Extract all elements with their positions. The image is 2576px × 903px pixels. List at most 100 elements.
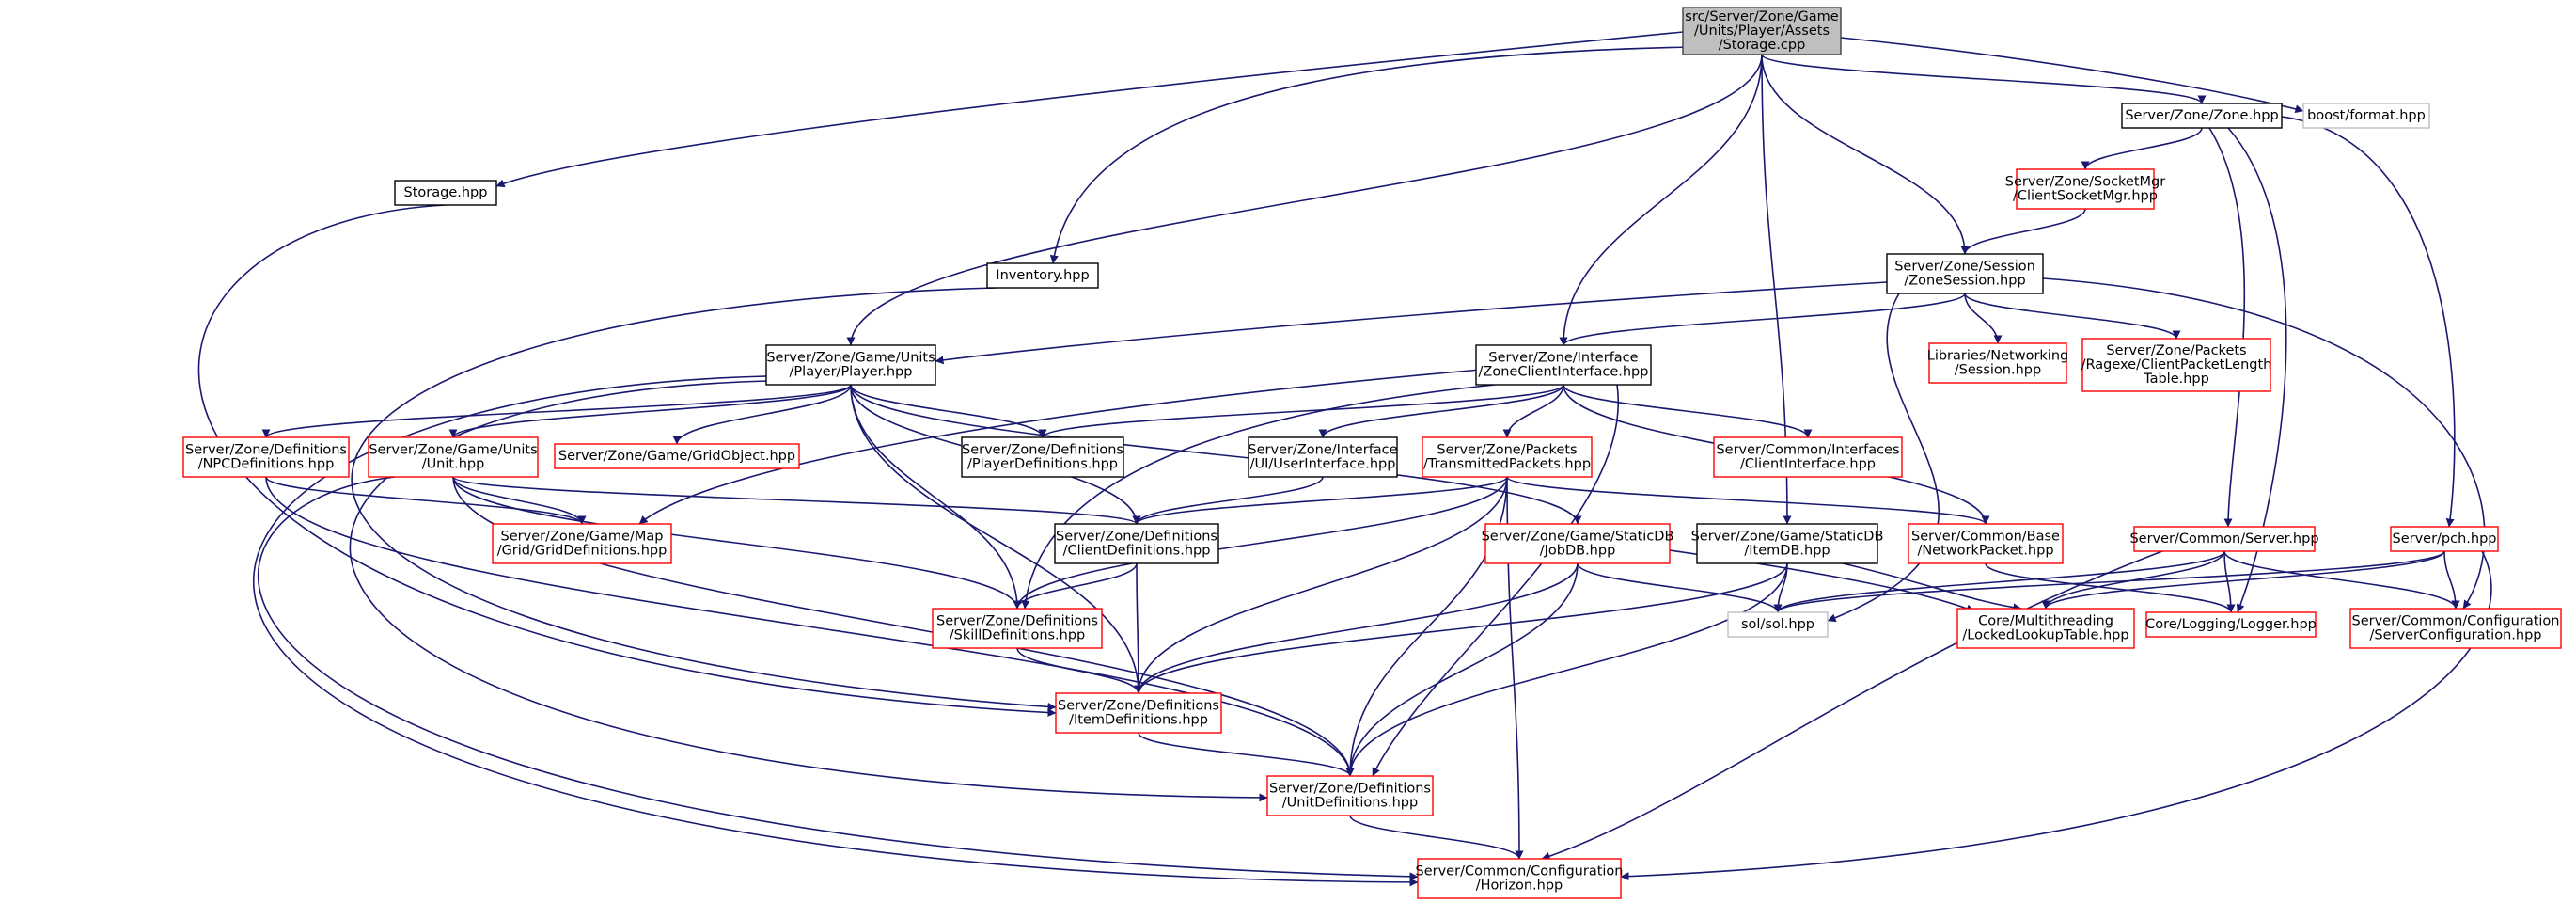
node-label-locked-lookup-table-line-1: /LockedLookupTable.hpp	[1962, 628, 2128, 643]
edge-zone-session-to-libraries-networking-session	[1964, 293, 2003, 344]
node-transmitted-packets[interactable]: Server/Zone/Packets/TransmittedPackets.h…	[1422, 436, 1593, 478]
node-box-item-definitions	[1055, 692, 1222, 734]
edge-transmitted-packets-to-skill-definitions	[1013, 476, 1508, 610]
node-zone-session[interactable]: Server/Zone/Session/ZoneSession.hpp	[1886, 253, 2044, 294]
edge-zone-hpp-to-logger-hpp	[2227, 127, 2287, 613]
node-storage-cpp[interactable]: src/Server/Zone/Game/Units/Player/Assets…	[1682, 7, 1842, 55]
edge-network-packet-to-logger-hpp	[1985, 562, 2236, 613]
node-box-storage-cpp	[1682, 7, 1842, 55]
node-label-client-definitions-line-1: /ClientDefinitions.hpp	[1063, 544, 1211, 559]
edge-player-hpp-to-item-definitions	[850, 384, 1143, 694]
node-label-zone-session-line-1: /ZoneSession.hpp	[1904, 274, 2025, 289]
edge-zone-session-to-player-hpp	[935, 281, 1888, 365]
node-label-unit-definitions-line-0: Server/Zone/Definitions	[1269, 782, 1431, 797]
node-common-server[interactable]: Server/Common/Server.hpp	[2129, 526, 2319, 552]
node-item-definitions[interactable]: Server/Zone/Definitions/ItemDefinitions.…	[1055, 692, 1222, 734]
node-box-skill-definitions	[932, 608, 1103, 649]
node-logger-hpp[interactable]: Core/Logging/Logger.hpp	[2145, 611, 2317, 638]
node-box-player-hpp	[765, 344, 936, 386]
edge-storage-cpp-to-player-hpp	[846, 54, 1763, 346]
edge-item-definitions-to-unit-definitions	[1138, 732, 1355, 777]
edge-zone-client-interface-to-transmitted-packets	[1502, 384, 1564, 438]
edge-client-definitions-to-skill-definitions	[1013, 562, 1138, 610]
node-skill-definitions[interactable]: Server/Zone/Definitions/SkillDefinitions…	[932, 608, 1103, 649]
edge-item-db-to-item-definitions	[1134, 562, 1788, 694]
node-label-grid-object-line-0: Server/Zone/Game/GridObject.hpp	[558, 449, 795, 464]
node-label-unit-hpp-line-1: /Unit.hpp	[422, 457, 485, 472]
node-unit-definitions[interactable]: Server/Zone/Definitions/UnitDefinitions.…	[1266, 775, 1434, 816]
node-player-hpp[interactable]: Server/Zone/Game/Units/Player/Player.hpp	[765, 344, 936, 386]
node-boost-format: boost/format.hpp	[2302, 103, 2430, 129]
edge-player-hpp-to-player-definitions	[850, 384, 1047, 438]
node-client-packet-length-table[interactable]: Server/Zone/Packets/Ragexe/ClientPacketL…	[2081, 338, 2272, 392]
node-locked-lookup-table[interactable]: Core/Multithreading/LockedLookupTable.hp…	[1956, 608, 2135, 649]
node-box-client-definitions	[1054, 523, 1219, 564]
edge-storage-cpp-to-zone-session	[1761, 54, 1970, 255]
node-inventory-hpp[interactable]: Inventory.hpp	[986, 262, 1099, 289]
node-network-packet[interactable]: Server/Common/Base/NetworkPacket.hpp	[1908, 523, 2064, 564]
node-label-client-socket-mgr-line-1: /ClientSocketMgr.hpp	[2013, 189, 2158, 204]
edge-storage-cpp-to-zone-client-interface	[1559, 54, 1763, 346]
node-label-server-configuration-line-0: Server/Common/Configuration	[2352, 614, 2560, 629]
edge-zone-session-to-client-packet-length-table	[1964, 293, 2181, 340]
node-box-grid-object	[554, 443, 800, 469]
node-box-zone-hpp	[2121, 103, 2283, 129]
node-label-client-packet-length-table-line-2: Table.hpp	[2143, 372, 2209, 387]
node-libraries-networking-session[interactable]: Libraries/Networking/Session.hpp	[1927, 342, 2068, 384]
node-box-server-configuration	[2349, 608, 2562, 649]
node-label-job-db-line-1: /JobDB.hpp	[1540, 544, 1616, 559]
node-label-item-definitions-line-1: /ItemDefinitions.hpp	[1069, 713, 1208, 728]
node-client-socket-mgr[interactable]: Server/Zone/SocketMgr/ClientSocketMgr.hp…	[2005, 168, 2165, 210]
node-label-item-db-line-0: Server/Zone/Game/StaticDB	[1691, 530, 1884, 545]
edge-unit-hpp-to-horizon-hpp	[257, 476, 1419, 881]
node-grid-object[interactable]: Server/Zone/Game/GridObject.hpp	[554, 443, 800, 469]
node-sol-hpp: sol/sol.hpp	[1727, 611, 1829, 638]
node-unit-hpp[interactable]: Server/Zone/Game/Units/Unit.hpp	[368, 436, 539, 478]
edge-pch-hpp-to-horizon-hpp	[1620, 550, 2492, 881]
node-grid-definitions[interactable]: Server/Zone/Game/Map/Grid/GridDefinition…	[492, 523, 672, 564]
node-label-storage-cpp-line-2: /Storage.cpp	[1719, 38, 1806, 53]
node-pch-hpp[interactable]: Server/pch.hpp	[2390, 526, 2499, 552]
edge-job-db-to-unit-definitions	[1345, 562, 1579, 777]
node-box-unit-hpp	[368, 436, 539, 478]
node-label-zone-session-line-0: Server/Zone/Session	[1894, 260, 2035, 275]
node-label-storage-hpp-line-0: Storage.hpp	[404, 185, 488, 200]
node-user-interface[interactable]: Server/Zone/Interface/UI/UserInterface.h…	[1248, 436, 1398, 478]
node-storage-hpp[interactable]: Storage.hpp	[394, 180, 497, 206]
node-job-db[interactable]: Server/Zone/Game/StaticDB/JobDB.hpp	[1482, 523, 1674, 564]
node-label-item-definitions-line-0: Server/Zone/Definitions	[1058, 699, 1219, 714]
edge-player-hpp-to-skill-definitions	[850, 384, 1022, 610]
edge-transmitted-packets-to-client-definitions	[1132, 476, 1508, 525]
edge-transmitted-packets-to-item-definitions	[1134, 476, 1508, 694]
node-item-db[interactable]: Server/Zone/Game/StaticDB/ItemDB.hpp	[1691, 523, 1884, 564]
node-zone-hpp[interactable]: Server/Zone/Zone.hpp	[2121, 103, 2283, 129]
node-player-definitions[interactable]: Server/Zone/Definitions/PlayerDefinition…	[961, 436, 1124, 478]
node-horizon-hpp[interactable]: Server/Common/Configuration/Horizon.hpp	[1416, 858, 1624, 899]
node-label-user-interface-line-0: Server/Zone/Interface	[1248, 443, 1397, 458]
node-client-definitions[interactable]: Server/Zone/Definitions/ClientDefinition…	[1054, 523, 1219, 564]
node-box-logger-hpp	[2145, 611, 2317, 638]
node-npc-definitions[interactable]: Server/Zone/Definitions/NPCDefinitions.h…	[182, 436, 350, 478]
node-label-npc-definitions-line-1: /NPCDefinitions.hpp	[198, 457, 335, 472]
node-label-player-hpp-line-0: Server/Zone/Game/Units	[766, 351, 935, 366]
node-label-storage-cpp-line-0: src/Server/Zone/Game	[1685, 9, 1839, 24]
node-server-configuration[interactable]: Server/Common/Configuration/ServerConfig…	[2349, 608, 2562, 649]
node-box-user-interface	[1248, 436, 1398, 478]
edge-zone-client-interface-to-user-interface	[1318, 384, 1564, 438]
node-label-client-packet-length-table-line-0: Server/Zone/Packets	[2106, 343, 2246, 358]
node-common-client-interface[interactable]: Server/Common/Interfaces/ClientInterface…	[1713, 436, 1903, 478]
node-label-horizon-hpp-line-0: Server/Common/Configuration	[1416, 864, 1624, 879]
node-zone-client-interface[interactable]: Server/Zone/Interface/ZoneClientInterfac…	[1475, 344, 1652, 386]
edge-player-hpp-to-unit-hpp	[448, 384, 852, 438]
edge-item-db-to-unit-definitions	[1345, 562, 1788, 777]
node-label-unit-definitions-line-1: /UnitDefinitions.hpp	[1282, 796, 1418, 811]
node-box-zone-client-interface	[1475, 344, 1652, 386]
node-box-boost-format	[2302, 103, 2430, 129]
edge-unit-hpp-to-skill-definitions	[452, 476, 1022, 610]
edge-common-server-to-horizon-hpp	[1541, 550, 2163, 861]
edge-npc-definitions-to-grid-definitions	[265, 476, 587, 525]
edge-client-definitions-to-item-definitions	[1134, 562, 1143, 694]
node-box-inventory-hpp	[986, 262, 1099, 289]
edge-storage-cpp-to-storage-hpp	[495, 31, 1684, 188]
